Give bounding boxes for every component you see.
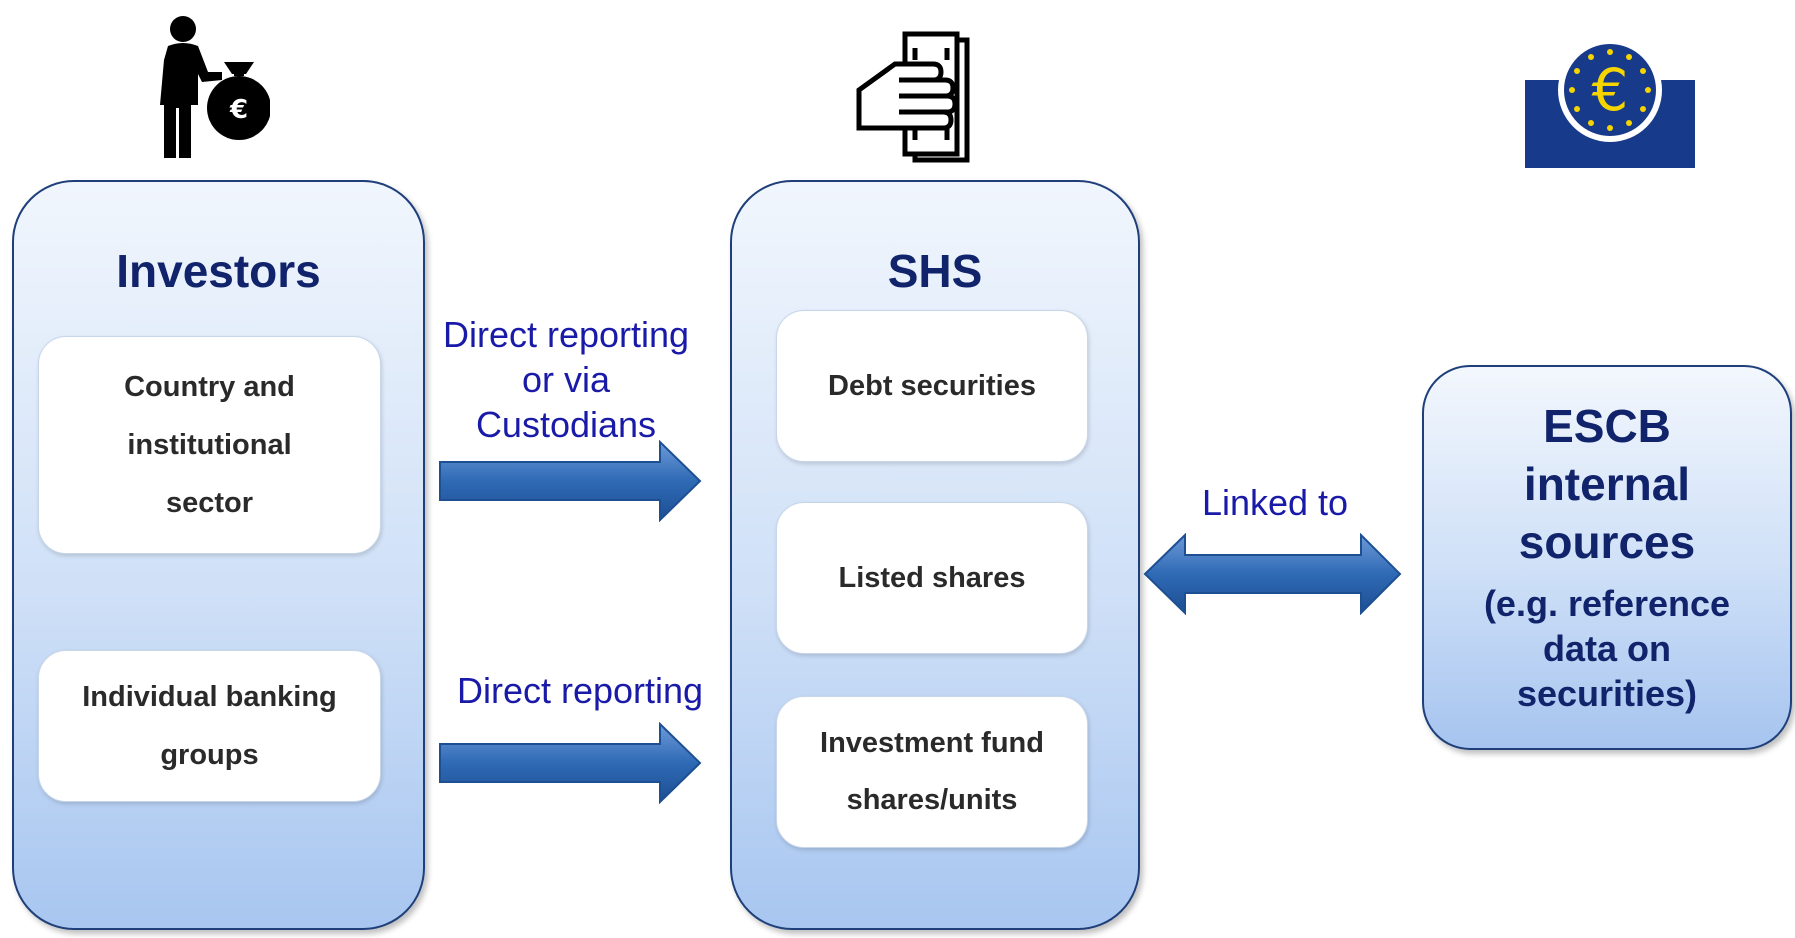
svg-text:€: € [229, 95, 248, 125]
ecb-euro-logo-icon: € [1525, 38, 1695, 168]
investment-fund-line-1: Investment fund [820, 727, 1044, 759]
country-sector-card: Country and institutional sector [38, 336, 381, 554]
debt-securities-card: Debt securities [776, 310, 1088, 462]
top-flow-label: Direct reporting or via Custodians [425, 312, 707, 447]
banking-groups-line-1: Individual banking [82, 681, 337, 713]
escb-title-line-2: internal [1523, 458, 1691, 510]
banking-groups-card: Individual banking groups [38, 650, 381, 802]
svg-text:€: € [1592, 56, 1629, 124]
listed-shares-card: Listed shares [776, 502, 1088, 654]
listed-shares-label: Listed shares [838, 561, 1026, 594]
link-double-arrow [1143, 533, 1402, 615]
investment-fund-card: Investment fund shares/units [776, 696, 1088, 848]
link-label: Linked to [1201, 482, 1349, 523]
investment-fund-line-2: shares/units [846, 784, 1018, 816]
escb-note-line-3: securities) [1516, 673, 1698, 714]
escb-title-line-1: ESCB [1543, 400, 1671, 452]
escb-panel: ESCB internal sources (e.g. reference da… [1422, 365, 1792, 750]
shs-panel: SHS Debt securities Listed shares Invest… [730, 180, 1140, 930]
banking-groups-line-2: groups [160, 739, 259, 771]
escb-title-line-3: sources [1518, 516, 1696, 568]
debt-securities-label: Debt securities [828, 369, 1036, 402]
bottom-flow-arrow [439, 722, 702, 804]
top-flow-label-line-3: Custodians [475, 404, 657, 445]
top-flow-label-line-1: Direct reporting [442, 314, 690, 355]
shs-title: SHS [887, 245, 983, 297]
country-sector-line-2: institutional [127, 429, 292, 461]
investor-with-euro-moneybag-icon: € [160, 16, 270, 158]
top-flow-arrow [439, 440, 702, 522]
country-sector-line-1: Country and [124, 371, 295, 403]
investors-title: Investors [116, 245, 321, 297]
escb-note-line-2: data on [1542, 628, 1671, 669]
top-flow-label-line-2: or via [521, 359, 611, 400]
investors-panel: Investors Country and institutional sect… [12, 180, 425, 930]
escb-note-line-1: (e.g. reference [1483, 583, 1731, 624]
country-sector-line-3: sector [165, 487, 254, 519]
hand-holding-banknote-icon [856, 31, 970, 163]
bottom-flow-label: Direct reporting [456, 670, 704, 711]
